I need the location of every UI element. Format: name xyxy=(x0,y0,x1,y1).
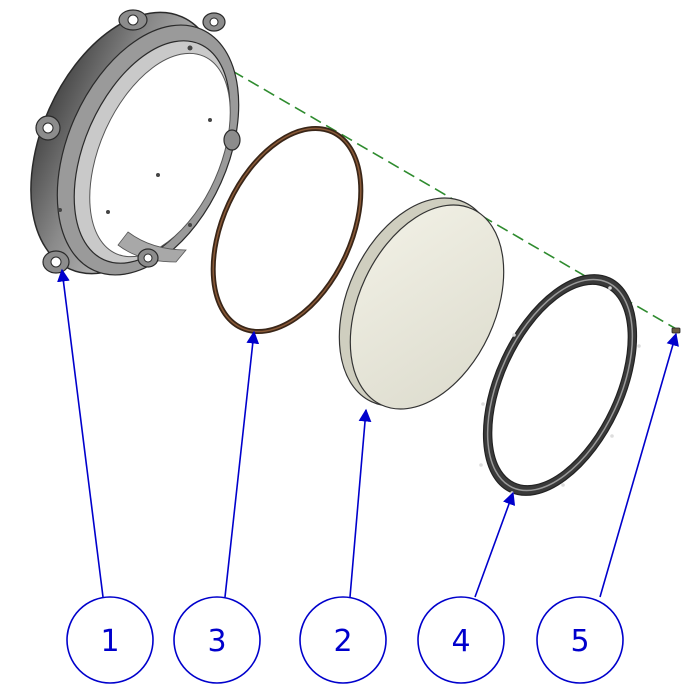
balloon-label-lens: 2 xyxy=(333,624,352,659)
balloon-screw: 5 xyxy=(536,596,624,684)
leader-line-2 xyxy=(349,408,372,598)
balloon-housing: 1 xyxy=(66,596,154,684)
balloon-label-oring: 3 xyxy=(207,624,226,659)
balloon-lens: 2 xyxy=(299,596,387,684)
screw-part xyxy=(671,327,681,334)
oring-part xyxy=(210,125,364,335)
housing-part xyxy=(30,9,241,276)
leader-line-1 xyxy=(57,268,104,598)
balloon-retainer: 4 xyxy=(417,596,505,684)
balloon-label-retainer: 4 xyxy=(451,624,470,659)
lens-part xyxy=(338,197,505,410)
balloon-label-housing: 1 xyxy=(100,624,119,659)
balloon-oring: 3 xyxy=(173,596,261,684)
balloon-label-screw: 5 xyxy=(570,624,589,659)
retainer-part xyxy=(479,274,641,496)
leader-line-4 xyxy=(474,491,516,598)
leader-line-5 xyxy=(599,332,679,598)
leader-line-3 xyxy=(224,330,260,598)
